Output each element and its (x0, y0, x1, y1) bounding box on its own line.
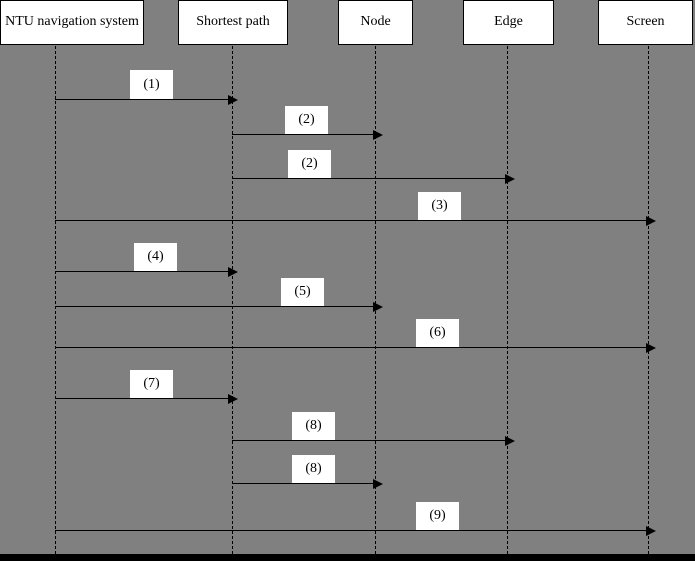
participant-label: Edge (494, 14, 523, 30)
message-label: (5) (281, 278, 324, 306)
message-label: (1) (130, 70, 173, 99)
message-line (55, 347, 646, 348)
message-label: (4) (134, 243, 177, 271)
message-label: (7) (130, 370, 173, 398)
bottom-rule (0, 554, 695, 561)
arrowhead-icon (646, 343, 656, 353)
arrowhead-icon (505, 436, 515, 446)
message-line (232, 134, 373, 135)
message-line (55, 271, 228, 272)
arrowhead-icon (228, 95, 238, 105)
lifeline-ntu-navigation-system (55, 46, 56, 554)
message-label: (8) (292, 455, 335, 483)
message-label: (2) (288, 150, 331, 178)
lifeline-node (375, 46, 376, 554)
participant-node[interactable]: Node (338, 0, 413, 45)
participant-label: Node (360, 14, 391, 30)
arrowhead-icon (505, 174, 515, 184)
arrowhead-icon (228, 267, 238, 277)
lifeline-shortest-path (232, 46, 233, 554)
lifeline-edge (507, 46, 508, 554)
message-label: (3) (418, 192, 461, 220)
message-line (55, 306, 373, 307)
arrowhead-icon (646, 216, 656, 226)
message-line (55, 398, 228, 399)
participant-label: NTU navigation system (5, 14, 139, 30)
message-line (232, 483, 373, 484)
message-label: (8) (292, 412, 335, 440)
participant-label: Screen (626, 14, 665, 30)
participant-label: Shortest path (196, 14, 270, 30)
participant-shortest-path[interactable]: Shortest path (178, 0, 288, 45)
arrowhead-icon (646, 526, 656, 536)
message-line (55, 530, 646, 531)
participant-ntu-navigation-system[interactable]: NTU navigation system (0, 0, 144, 45)
message-line (232, 178, 505, 179)
message-line (232, 440, 505, 441)
message-line (55, 220, 646, 221)
arrowhead-icon (228, 394, 238, 404)
message-label: (9) (416, 502, 459, 530)
participant-edge[interactable]: Edge (463, 0, 554, 45)
message-label: (6) (416, 319, 459, 347)
participant-screen[interactable]: Screen (598, 0, 693, 45)
arrowhead-icon (373, 130, 383, 140)
arrowhead-icon (373, 302, 383, 312)
arrowhead-icon (373, 479, 383, 489)
message-line (55, 99, 228, 100)
lifeline-screen (648, 46, 649, 554)
message-label: (2) (285, 106, 328, 134)
